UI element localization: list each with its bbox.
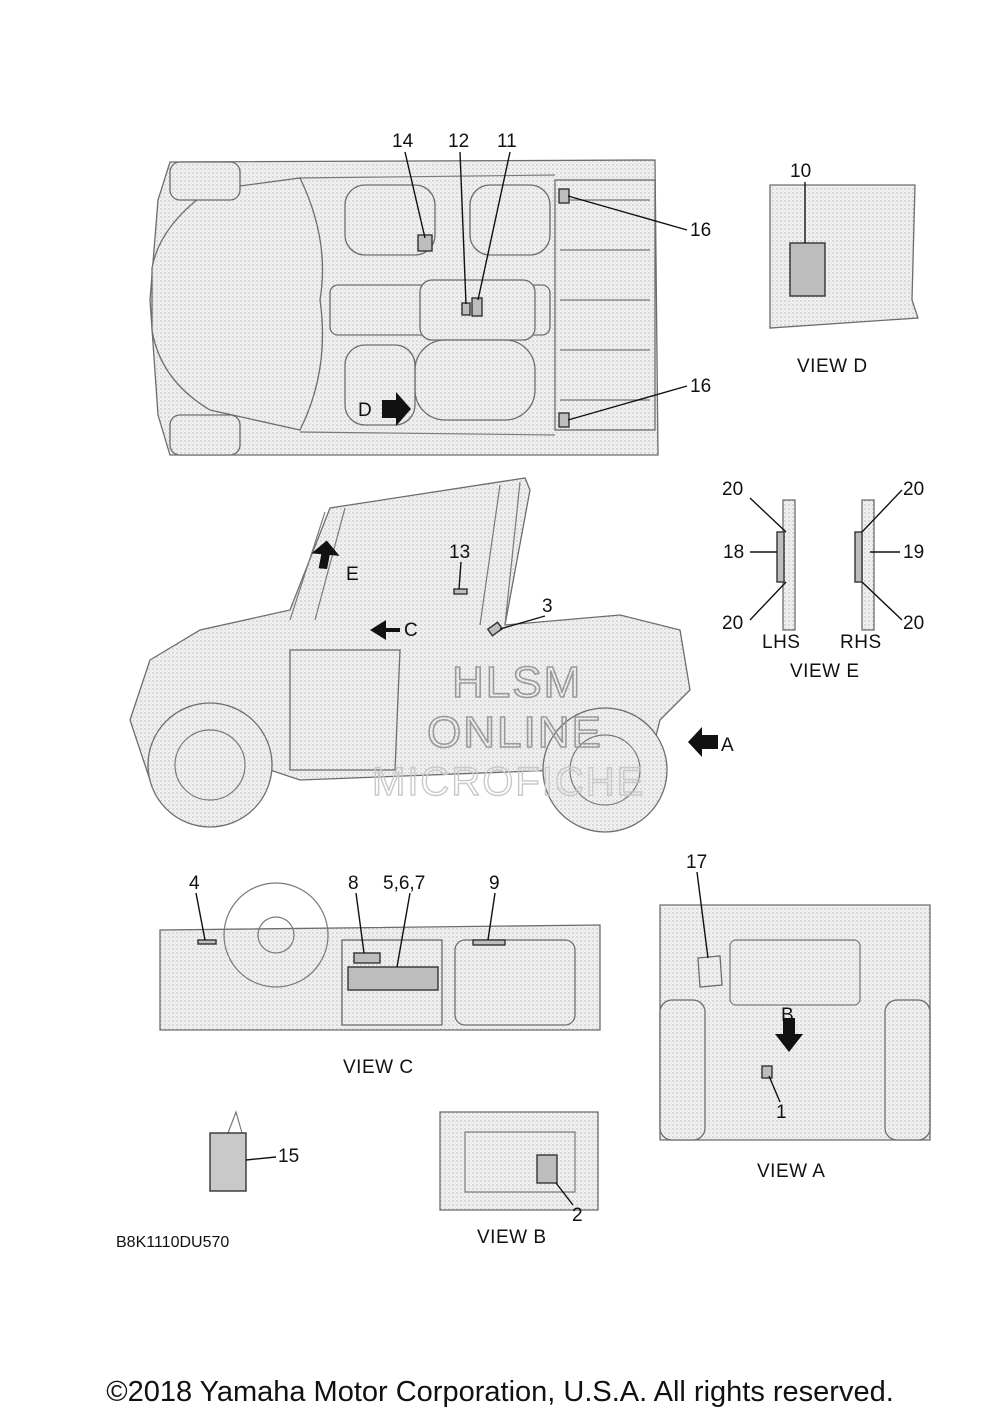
watermark: HLSM ONLINE MICROFICHE [371,657,645,805]
callout-2: 2 [572,1205,583,1226]
callout-20-lhs-top: 20 [722,479,743,500]
callout-20-lhs-bottom: 20 [722,613,743,634]
view-b-arrow-letter: B [781,1005,794,1026]
callout-18: 18 [723,542,744,563]
view-c-label: VIEW C [343,1057,414,1078]
view-d-arrow-letter: D [358,400,372,421]
watermark-line-2: ONLINE [427,708,603,757]
callout-16-top: 16 [690,220,711,241]
callout-14: 14 [392,131,414,152]
view-b-label: VIEW B [477,1227,547,1248]
view-b-detail [439,1111,599,1211]
callout-15: 15 [278,1146,299,1167]
callout-5-6-7: 5,6,7 [383,873,425,894]
view-a-arrow-letter: A [721,735,734,756]
callout-4: 4 [189,873,200,894]
callout-20-rhs-bottom: 20 [903,613,924,634]
view-d-label: VIEW D [797,356,868,377]
callout-12: 12 [448,131,469,152]
view-e-arrow-letter: E [346,564,359,585]
view-a-label: VIEW A [757,1161,825,1182]
callout-20-rhs-top: 20 [903,479,924,500]
top-view-vehicle [149,159,659,456]
callout-10: 10 [790,161,811,182]
view-e-rhs-label: RHS [840,632,882,653]
callout-17: 17 [686,852,707,873]
callout-9: 9 [489,873,500,894]
view-e-lhs-label: LHS [762,632,800,653]
view-c-detail [159,882,601,1031]
view-c-arrow-letter: C [404,620,418,641]
view-e-detail [776,499,875,631]
callout-8: 8 [348,873,359,894]
callout-19: 19 [903,542,924,563]
callout-16-bottom: 16 [690,376,711,397]
view-d-detail [769,184,919,329]
watermark-line-1: HLSM [452,658,582,707]
diagram-code: B8K1110DU570 [116,1234,229,1251]
side-view-vehicle [129,477,718,833]
callout-13: 13 [449,542,470,563]
view-e-label: VIEW E [790,661,860,682]
watermark-line-3: MICROFICHE [372,760,645,804]
view-a-detail [659,904,931,1141]
callout-3: 3 [542,596,553,617]
copyright-notice: ©2018 Yamaha Motor Corporation, U.S.A. A… [106,1376,894,1408]
callout-11: 11 [497,131,517,152]
callout-1: 1 [776,1102,787,1123]
hang-tag-part-15 [209,1110,247,1192]
